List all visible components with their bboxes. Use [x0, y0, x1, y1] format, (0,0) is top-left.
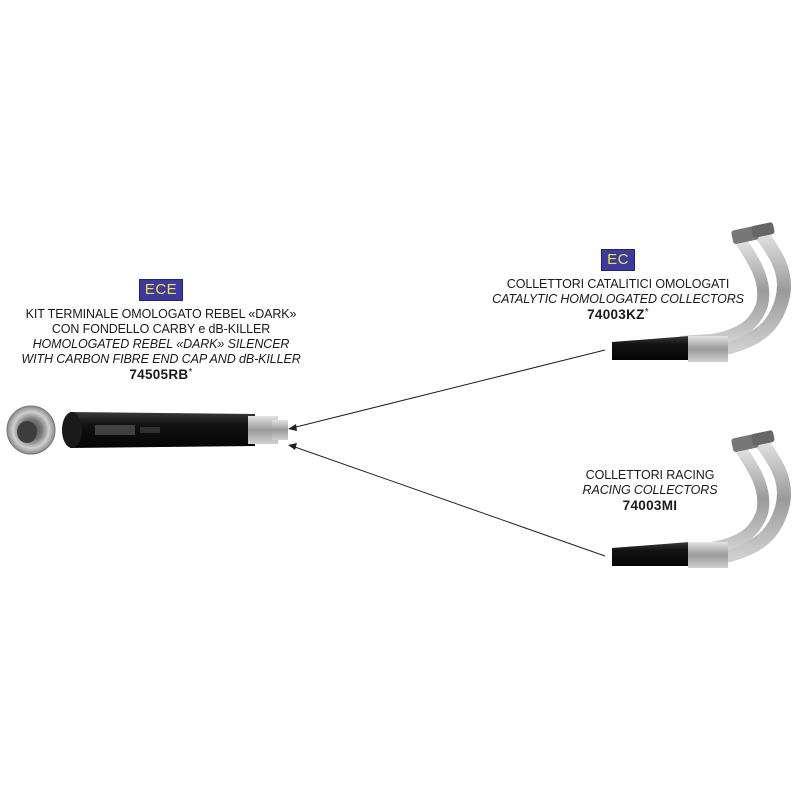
racing-title-en: RACING COLLECTORS — [582, 483, 718, 497]
catalytic-title-it: COLLETTORI CATALITICI OMOLOGATI — [506, 277, 730, 291]
racing-title-it: COLLETTORI RACING — [585, 468, 715, 482]
silencer-title-en: HOMOLOGATED REBEL «DARK» SILENCER — [32, 337, 290, 351]
catalytic-code-text: 74003KZ — [587, 307, 645, 322]
catalytic-description: EC COLLETTORI CATALITICI OMOLOGATI CATAL… — [478, 249, 758, 322]
ec-badge: EC — [601, 249, 635, 271]
racing-part-code: 74003MI — [622, 498, 678, 513]
silencer-code-text: 74505RB — [129, 367, 189, 382]
silencer-asterisk: * — [188, 367, 193, 378]
end-cap-image — [6, 405, 56, 455]
silencer-image — [62, 412, 288, 448]
silencer-subtitle-en: WITH CARBON FIBRE END CAP AND dB-KILLER — [21, 352, 301, 366]
silencer-subtitle-it: CON FONDELLO CARBY e dB-KILLER — [51, 322, 271, 336]
racing-description: COLLETTORI RACING RACING COLLECTORS 7400… — [540, 468, 760, 513]
silencer-title-it: KIT TERMINALE OMOLOGATO REBEL «DARK» — [25, 307, 297, 321]
catalytic-asterisk: * — [644, 307, 649, 318]
catalytic-collectors-image — [612, 222, 791, 362]
connector-arrow-catalytic — [288, 349, 606, 431]
silencer-part-code: 74505RB* — [0, 367, 322, 382]
racing-collectors-image — [612, 430, 791, 568]
catalytic-part-code: 74003KZ* — [478, 307, 758, 322]
catalytic-title-en: CATALYTIC HOMOLOGATED COLLECTORS — [492, 292, 744, 306]
ece-badge: ECE — [138, 279, 184, 301]
silencer-description: ECE KIT TERMINALE OMOLOGATO REBEL «DARK»… — [0, 279, 322, 382]
connector-arrow-racing — [288, 443, 606, 557]
